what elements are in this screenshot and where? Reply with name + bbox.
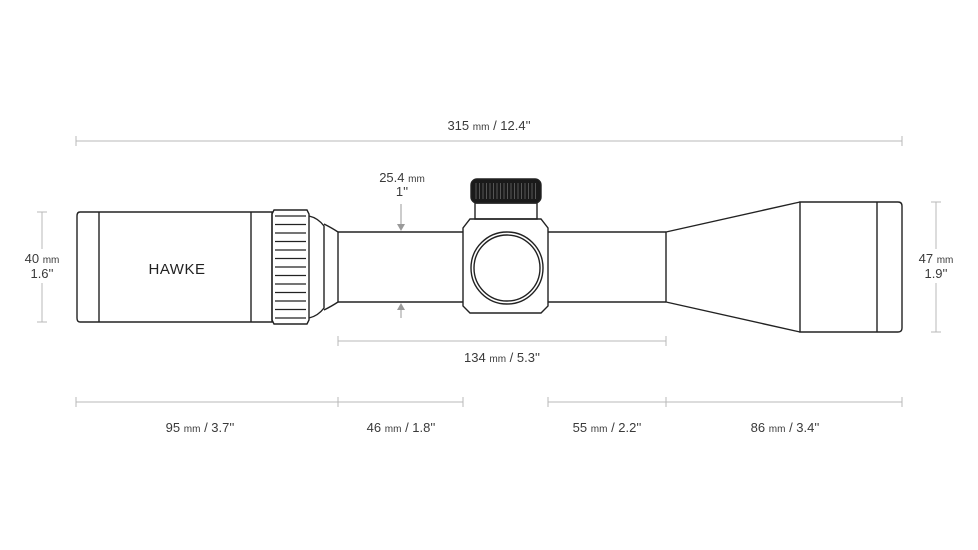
- mounting-length-label: 134 mm / 5.3'': [464, 350, 540, 365]
- objective-length-label: 86 mm / 3.4'': [751, 420, 820, 435]
- mounting-length-dimension: 134 mm / 5.3'': [337, 336, 667, 365]
- scope-body: HAWKE: [76, 178, 903, 333]
- objective-diameter-imperial: 1.9'': [924, 266, 947, 281]
- objective-bell: [665, 201, 903, 333]
- rear-tube: [338, 231, 463, 303]
- turret-saddle: [462, 218, 549, 314]
- brand-logo: HAWKE: [149, 261, 206, 278]
- side-turret-cap: [470, 231, 544, 305]
- overall-length-label: 315 mm / 12.4'': [447, 118, 530, 133]
- eyepiece-length-label: 95 mm / 3.7'': [166, 420, 235, 435]
- focus-ring: [271, 209, 339, 325]
- eyepiece-diameter-metric: 40 mm: [25, 251, 60, 266]
- tube-diameter-dimension: 25.4 mm 1'': [379, 170, 425, 318]
- eyepiece-diameter-dimension: 40 mm 1.6'': [20, 211, 64, 323]
- elevation-turret-cap: [470, 178, 542, 204]
- objective-diameter-metric: 47 mm: [919, 251, 954, 266]
- tube-diameter-imperial: 1'': [396, 184, 408, 199]
- overall-length-dimension: 315 mm / 12.4'': [75, 118, 903, 146]
- front-tube-length-label: 55 mm / 2.2'': [573, 420, 642, 435]
- tube-diameter-metric: 25.4 mm: [379, 170, 425, 185]
- objective-diameter-dimension: 47 mm 1.9'': [913, 201, 959, 333]
- eyepiece: [76, 211, 273, 323]
- elevation-turret: [470, 178, 542, 220]
- front-tube: [548, 231, 667, 303]
- rear-tube-length-label: 46 mm / 1.8'': [367, 420, 436, 435]
- segment-dimensions: 95 mm / 3.7'' 46 mm / 1.8'' 55 mm / 2.2'…: [75, 397, 903, 435]
- eyepiece-diameter-imperial: 1.6'': [30, 266, 53, 281]
